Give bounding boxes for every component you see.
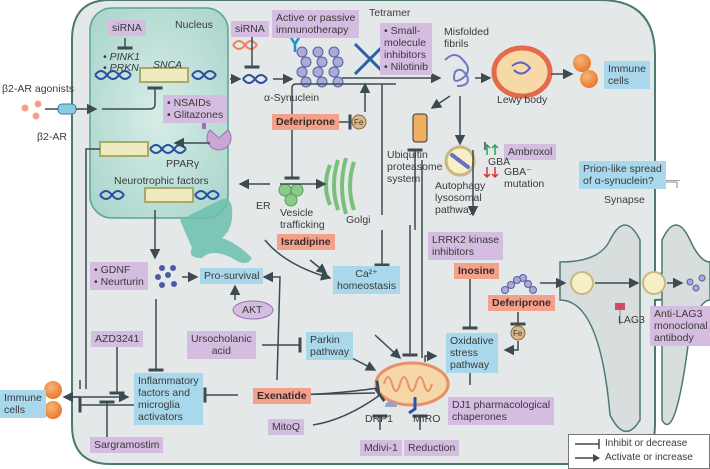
beta2-ar-agonists-label: β2-AR agonists (2, 83, 74, 95)
mdivi1-box: Mdivi-1 (360, 440, 402, 456)
beta2-ar-label: β2-AR (37, 131, 67, 143)
gdnf-neurturin-box: • GDNF• Neurturin (90, 262, 148, 290)
gene-prkn: • PRKN (103, 62, 139, 74)
inhibit-symbol-icon (575, 438, 600, 449)
vesicle-icon (284, 193, 298, 207)
synuclein-aggregate-icon (501, 274, 706, 294)
nsaids-glitazones-box: • NSAIDs• Glitazones (163, 95, 228, 123)
golgi-label: Golgi (346, 214, 371, 226)
sargramostim-box: Sargramostim (90, 437, 164, 453)
synaptic-vesicle-icon (570, 271, 594, 295)
akt-label: AKT (242, 304, 263, 316)
fe-label-bottom: Fe (513, 329, 523, 338)
gba-label: GBA (488, 156, 511, 168)
immune-cell-icon (573, 54, 591, 72)
neurotrophic-factors-label: Neurotrophic factors (114, 175, 209, 187)
legend-inhibit: Inhibit or decrease (573, 438, 687, 449)
immune-cell-icon (580, 70, 598, 88)
er-label: ER (256, 200, 271, 212)
miro-label: MIRO (413, 413, 441, 425)
drp1-label: DRP1 (365, 413, 394, 425)
pro-survival-box: Pro-survival (200, 268, 264, 284)
mitoq-box: MitoQ (268, 419, 305, 435)
exenatide-box: Exenatide (253, 388, 311, 404)
reduction-box: Reduction (404, 440, 460, 456)
tetramer-label: Tetramer (369, 7, 411, 19)
proteasome-icon (412, 113, 428, 143)
azd3241-box: AZD3241 (91, 331, 144, 347)
fe-label-top: Fe (354, 118, 364, 127)
synaptic-vesicle-icon (642, 271, 666, 295)
ppar-gamma-icon (206, 129, 232, 151)
neurotrophic-factor-icon (155, 265, 177, 288)
deferiprone-box-top: Deferiprone (272, 114, 339, 130)
lag3-label: LAG3 (618, 314, 645, 326)
synapse-label: Synapse (604, 194, 645, 206)
drp1-icon (385, 401, 397, 407)
alpha-synuclein-icon (296, 46, 344, 88)
alpha-synuclein-label: α-Synuclein (264, 92, 320, 104)
mitochondrion-icon (374, 361, 450, 407)
activate-symbol-icon (575, 453, 600, 462)
lag3-receptor-icon (615, 303, 625, 310)
nucleus-label: Nucleus (175, 19, 213, 31)
immune-cell-icon (44, 401, 62, 419)
sirna-box-cytoplasm: siRNA (231, 21, 269, 37)
gene-pink1: • PINK1 (103, 51, 140, 63)
calcium-homeostasis-box: Ca²⁺homeostasis (333, 266, 400, 294)
small-molecule-inhibitors-box: • Small- molecule inhibitors• Nilotinib (380, 23, 432, 75)
miro-icon (408, 397, 417, 415)
isradipine-box: Isradipine (277, 234, 335, 250)
lewy-body-icon (491, 45, 553, 99)
beta2-ar-receptor-icon (21, 100, 77, 120)
legend: Inhibit or decrease Activate or increase (568, 434, 710, 469)
inosine-box: Inosine (454, 263, 499, 279)
sirna-box-nucleus: siRNA (108, 20, 146, 36)
misfolded-fibrils-icon (444, 54, 469, 87)
er-icon (180, 198, 252, 263)
akt-node (232, 300, 274, 320)
ppar-gamma-label: PPARγ (166, 158, 200, 170)
lewy-body-label: Lewy body (497, 94, 548, 106)
antibody-icon (288, 35, 302, 52)
immune-cell-icon (44, 381, 62, 399)
gba-mutation-label: GBA⁻mutation (504, 166, 545, 190)
iron-icon (351, 114, 367, 130)
ambroxol-box: Ambroxol (504, 144, 557, 160)
deferiprone-box-bottom: Deferiprone (488, 295, 555, 311)
legend-activate: Activate or increase (573, 452, 693, 463)
snca-label: SNCA (153, 59, 183, 71)
iron-icon (510, 325, 526, 341)
